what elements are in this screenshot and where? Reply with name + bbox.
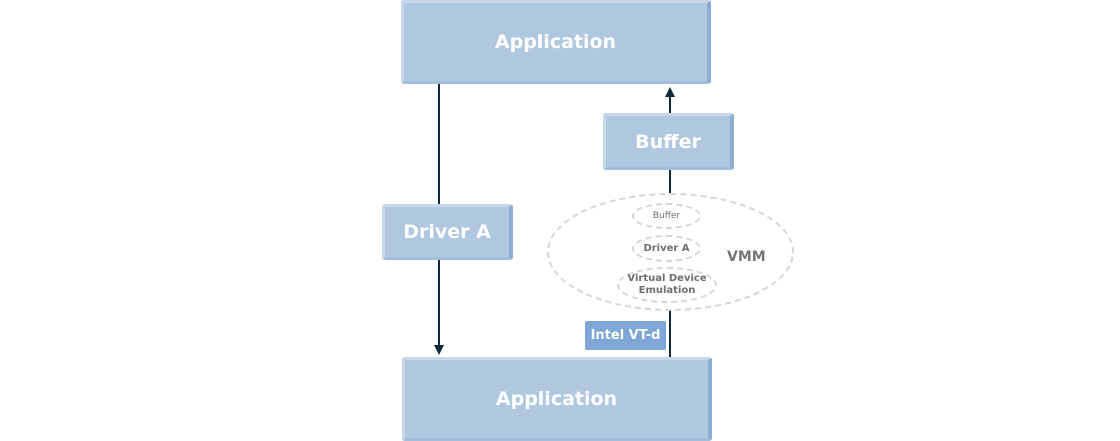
vmm-label: VMM (727, 249, 766, 265)
vmm-driver-a-ellipse: Driver A (632, 235, 701, 262)
vmm-driver-a-label: Driver A (643, 243, 690, 254)
vmm-buffer-label: Buffer (652, 211, 681, 221)
buffer-box: Buffer (603, 113, 734, 170)
intel-vtd-badge: Intel VT-d (585, 321, 666, 350)
buffer-label: Buffer (635, 130, 701, 153)
application-bottom-label: Application (495, 388, 618, 410)
vmm-virtual-device-emulation-ellipse: Virtual Device Emulation (617, 267, 717, 303)
application-bottom-box: Application (402, 357, 712, 441)
application-top-label: Application (494, 31, 617, 53)
application-top-box: Application (401, 0, 711, 84)
intel-vtd-label: Intel VT-d (590, 328, 661, 343)
vmm-buffer-ellipse: Buffer (632, 203, 701, 229)
driver-a-box: Driver A (382, 204, 513, 260)
driver-a-label: Driver A (403, 221, 491, 243)
vmm-virtual-device-emulation-label: Virtual Device Emulation (627, 273, 707, 296)
